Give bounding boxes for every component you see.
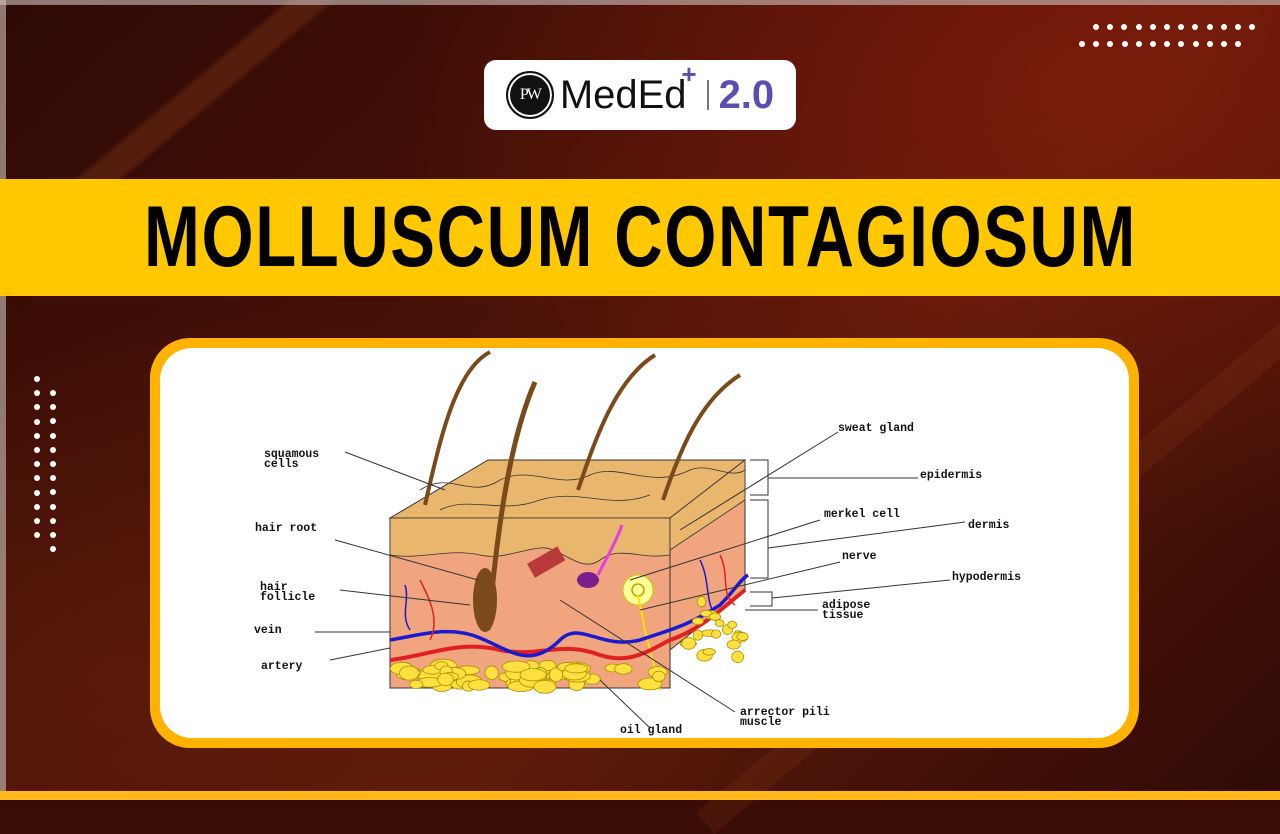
label-hypodermis: hypodermis <box>952 571 1022 584</box>
logo-separator <box>706 80 709 110</box>
label-epidermis: epidermis <box>920 469 983 482</box>
label-merkel-cell: merkel cell <box>824 508 900 521</box>
skin-cross-section-diagram <box>315 350 966 729</box>
label-hair-follicle: hair follicle <box>260 581 316 604</box>
label-dermis: dermis <box>968 519 1010 532</box>
label-artery: artery <box>261 660 303 673</box>
pw-logo-icon: PW <box>505 71 554 119</box>
label-hair-root: hair root <box>255 522 318 535</box>
left-edge <box>0 0 6 800</box>
label-adipose-tissue: adipose tissue <box>822 599 871 622</box>
top-edge <box>0 0 1280 5</box>
label-oil-gland: oil gland <box>620 724 683 737</box>
label-nerve: nerve <box>842 550 877 563</box>
logo-name-text: MedEd <box>559 72 687 117</box>
page-title: MOLLUSCUM CONTAGIOSUM <box>143 189 1137 285</box>
logo-version: 2.0 <box>718 72 775 117</box>
label-arrector-pili-muscle: arrector pili muscle <box>740 706 830 729</box>
label-vein: vein <box>254 624 282 637</box>
title-banner: MOLLUSCUM CONTAGIOSUM <box>0 179 1280 296</box>
diagram-card: squamous cells hair root hair follicle v… <box>150 338 1139 748</box>
bottom-bar <box>0 791 1280 800</box>
plus-icon: + <box>681 58 697 89</box>
logo-badge: PW MedEd + 2.0 <box>484 59 796 130</box>
diagram-card-inner: squamous cells hair root hair follicle v… <box>160 348 1129 738</box>
logo-name: MedEd + <box>559 59 697 118</box>
label-squamous-cells: squamous cells <box>264 448 320 471</box>
label-sweat-gland: sweat gland <box>838 422 914 435</box>
